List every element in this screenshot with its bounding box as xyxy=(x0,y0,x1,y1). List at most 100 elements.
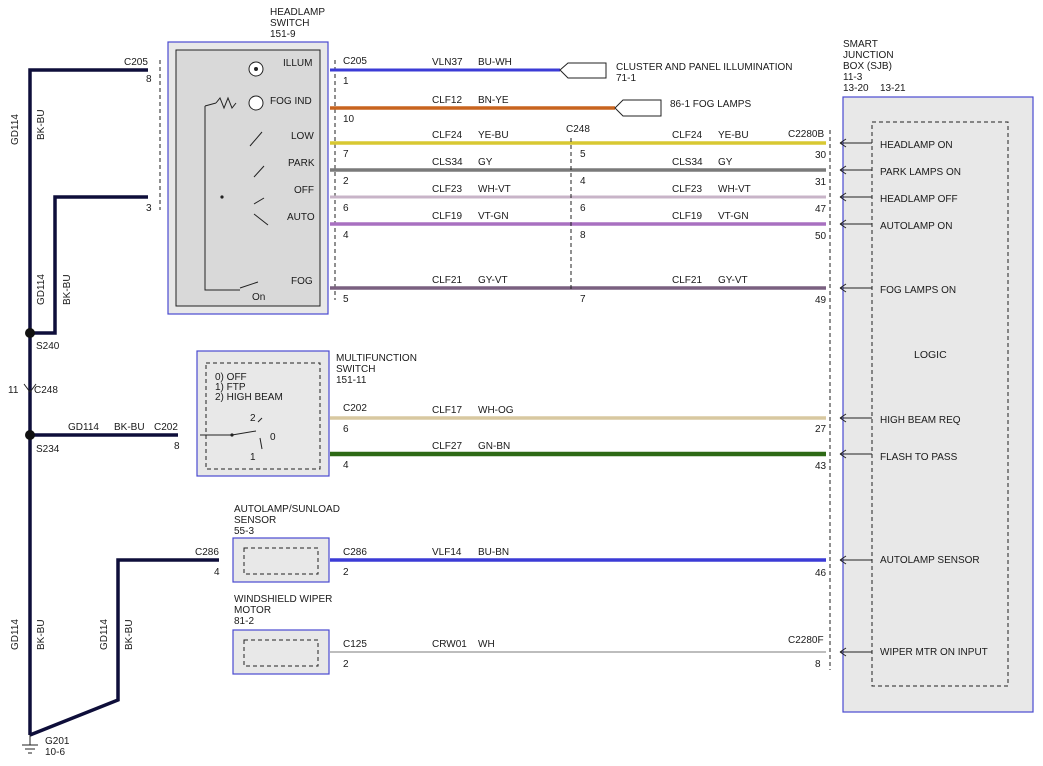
autolamp-sensor-title2: SENSOR xyxy=(234,515,276,526)
smart-junction-box xyxy=(829,96,1034,713)
mfs-pin2: 2 xyxy=(250,413,256,424)
mfs-contacts-icon xyxy=(200,417,263,450)
label-fog-ind: FOG IND xyxy=(270,96,312,107)
sjb-ref2: 13-20 xyxy=(843,83,869,94)
sjb-title3: BOX (SJB) xyxy=(843,61,892,72)
headlamp-switch xyxy=(159,41,336,315)
wire-vlf14-label: VLF14 xyxy=(432,547,462,558)
wire-clf17-label: CLF17 xyxy=(432,405,462,416)
wire-cls34-color-b: GY xyxy=(718,157,733,168)
wire-vln37-label: VLN37 xyxy=(432,57,463,68)
ground-wire-s240 xyxy=(30,195,148,335)
label-on: On xyxy=(252,292,265,303)
sjb-input-arrows xyxy=(839,138,872,657)
mfs-title2: SWITCH xyxy=(336,364,375,375)
sjb-pin-30: 30 xyxy=(815,150,827,161)
pin-park: 2 xyxy=(343,176,349,187)
cluster-destination-arrow xyxy=(559,62,607,79)
autolamp-sensor xyxy=(232,537,330,583)
wire-vln37-color: BU-WH xyxy=(478,57,512,68)
wiper-motor-title1: WINDSHIELD WIPER xyxy=(234,594,332,605)
c286-ground-pin: 4 xyxy=(214,567,220,578)
splice-s240-label: S240 xyxy=(36,341,60,352)
sjb-pin-47: 47 xyxy=(815,204,827,215)
wire-clf24-label-a: CLF24 xyxy=(432,130,462,141)
c202-ground-pin: 8 xyxy=(174,441,180,452)
wire-cls34-color-a: GY xyxy=(478,157,493,168)
headlamp-switch-title2: SWITCH xyxy=(270,18,309,29)
wire-clf21-color-a: GY-VT xyxy=(478,275,508,286)
sjb-input-wiper: WIPER MTR ON INPUT xyxy=(880,647,988,658)
ground-symbol xyxy=(22,744,38,754)
wire-clf19-color-a: VT-GN xyxy=(478,211,509,222)
sjb-pin-50: 50 xyxy=(815,231,827,242)
sjb-pin-43: 43 xyxy=(815,461,827,472)
wiper-motor-ref: 81-2 xyxy=(234,616,254,627)
headlamp-switch-inner xyxy=(175,49,321,307)
c286-label: C286 xyxy=(343,547,367,558)
wire-clf24-color-b: YE-BU xyxy=(718,130,749,141)
ground-wire-main xyxy=(28,68,148,735)
autolamp-sensor-title1: AUTOLAMP/SUNLOAD xyxy=(234,504,340,515)
headlamp-ground-pin-3: 3 xyxy=(146,203,152,214)
fog-destination-label: 86-1 FOG LAMPS xyxy=(670,99,751,110)
sjb-input-high-beam: HIGH BEAM REQ xyxy=(880,415,961,426)
wire-cls34-label-b: CLS34 xyxy=(672,157,703,168)
signal-wires xyxy=(330,62,826,653)
wiper-motor-box xyxy=(232,629,330,675)
sjb-input-headlamp-on: HEADLAMP ON xyxy=(880,140,953,151)
sjb-input-autolamp-on: AUTOLAMP ON xyxy=(880,221,952,232)
sjb-ref1: 11-3 xyxy=(843,72,863,83)
pin-low: 7 xyxy=(343,149,349,160)
pin-flash: 4 xyxy=(343,460,349,471)
fog-lamps-destination-arrow xyxy=(614,99,662,117)
wire-crw01-color: WH xyxy=(478,639,495,650)
pin-fog: 5 xyxy=(343,294,349,305)
wire-clf21-label-a: CLF21 xyxy=(432,275,462,286)
bkbu-label-2: BK-BU xyxy=(62,274,73,305)
mfs-opt1: 1) FTP xyxy=(215,382,246,393)
sjb-title1: SMART xyxy=(843,39,878,50)
wire-crw01-label: CRW01 xyxy=(432,639,467,650)
bkbu-label-5: BK-BU xyxy=(114,422,145,433)
label-auto: AUTO xyxy=(287,212,315,223)
mfs-pin1: 1 xyxy=(250,452,256,463)
c205-ground-pin: 8 xyxy=(146,74,152,85)
mfs-title1: MULTIFUNCTION xyxy=(336,353,417,364)
wire-clf27-label: CLF27 xyxy=(432,441,462,452)
wire-clf24-label-b: CLF24 xyxy=(672,130,702,141)
fog-ind-led-icon xyxy=(248,95,264,111)
c205-ground-label: C205 xyxy=(124,57,148,68)
wire-clf21-color-b: GY-VT xyxy=(718,275,748,286)
wire-clf12-color: BN-YE xyxy=(478,95,509,106)
label-off: OFF xyxy=(294,185,314,196)
gd114-label-5: GD114 xyxy=(68,422,99,433)
c248-pin-low: 5 xyxy=(580,149,586,160)
headlamp-switch-title1: HEADLAMP xyxy=(270,7,325,18)
c248-pin-fog: 7 xyxy=(580,294,586,305)
label-fog: FOG xyxy=(291,276,313,287)
resistor-icon xyxy=(215,96,237,110)
label-park: PARK xyxy=(288,158,315,169)
label-low: LOW xyxy=(291,131,314,142)
pin-illum: 1 xyxy=(343,76,349,87)
wire-clf19-label-b: CLF19 xyxy=(672,211,702,222)
g201-ref: 10-6 xyxy=(45,747,65,758)
connector-c248-ground-mark xyxy=(23,383,37,393)
c202-ground-label: C202 xyxy=(154,422,178,433)
c248-ground-label: C248 xyxy=(34,385,58,396)
pin-wiper: 2 xyxy=(343,659,349,670)
c2280f-label: C2280F xyxy=(788,635,824,646)
c286-ground-label: C286 xyxy=(195,547,219,558)
wire-clf23-color-a: WH-VT xyxy=(478,184,511,195)
gd114-label-1: GD114 xyxy=(10,114,21,145)
wire-clf21-label-b: CLF21 xyxy=(672,275,702,286)
wire-clf24-color-a: YE-BU xyxy=(478,130,509,141)
c2280b-label: C2280B xyxy=(788,129,824,140)
sjb-input-autolamp-sensor: AUTOLAMP SENSOR xyxy=(880,555,980,566)
sjb-pin-49: 49 xyxy=(815,295,827,306)
multifunction-switch-box xyxy=(196,350,330,477)
wire-clf23-color-b: WH-VT xyxy=(718,184,751,195)
sjb-input-headlamp-off: HEADLAMP OFF xyxy=(880,194,958,205)
